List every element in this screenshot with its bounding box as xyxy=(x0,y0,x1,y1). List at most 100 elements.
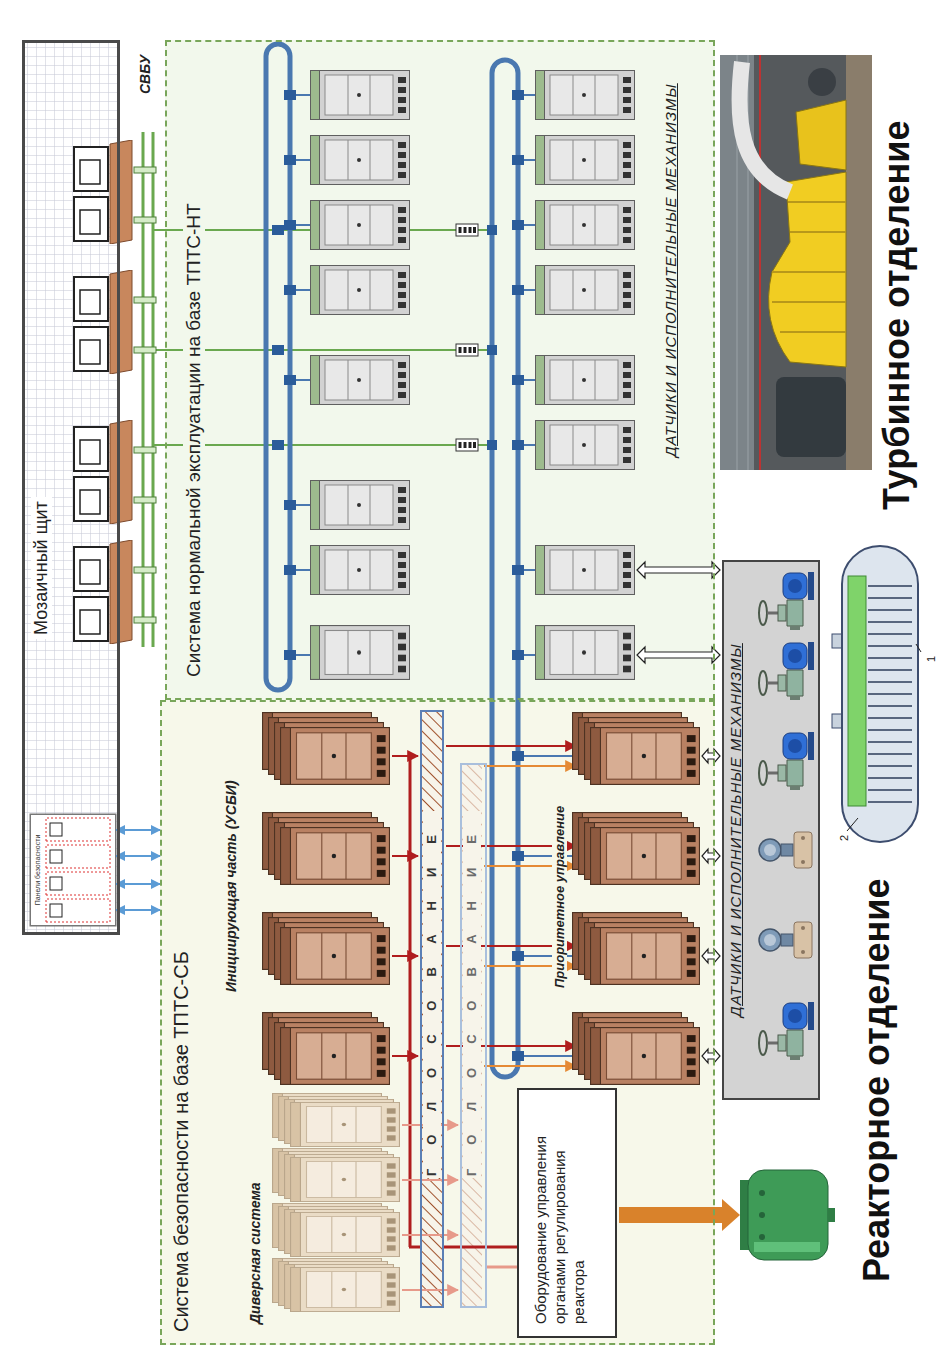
ring-network xyxy=(487,440,497,450)
double-arrow xyxy=(637,562,720,578)
ring-network xyxy=(487,345,497,355)
safety-panel-face xyxy=(50,877,62,890)
safety-cabinet xyxy=(591,928,700,985)
steam-generator xyxy=(916,644,921,652)
link-arrow xyxy=(116,855,160,857)
cabinet-link xyxy=(284,90,296,100)
voting-bar: ГОЛОСОВАНИЕ xyxy=(460,763,487,1308)
network-bus xyxy=(456,439,478,451)
sensor-box-ground xyxy=(722,560,820,1100)
network-bus xyxy=(134,447,156,453)
region-ground xyxy=(165,40,715,700)
field-device xyxy=(759,572,814,1060)
control-cabinet xyxy=(536,626,635,680)
group-label: Приоритетное управление xyxy=(552,804,567,990)
control-rod-drive xyxy=(740,1170,835,1260)
signal-line xyxy=(444,1246,517,1249)
cabinet-link xyxy=(512,851,524,861)
label-anchor: Приоритетное управление xyxy=(550,804,568,990)
control-rod-drive xyxy=(759,1190,765,1196)
ring-network xyxy=(272,440,284,450)
signal-line xyxy=(392,1055,418,1057)
control-cabinet xyxy=(536,201,635,250)
control-cabinet xyxy=(536,546,635,595)
control-cabinet xyxy=(536,421,635,470)
mosaic-panel: Мозаичный щитПанели безопасности xyxy=(22,40,120,935)
field-device xyxy=(759,732,814,790)
turbine-photo xyxy=(769,172,846,367)
cabinet-link xyxy=(512,951,524,961)
field-device xyxy=(759,1002,814,1060)
safety-panel-face xyxy=(46,845,110,868)
section-label: ДАТЧИКИ И ИСПОЛНИТЕЛЬНЫЕ МЕХАНИЗМЫ xyxy=(662,83,679,457)
ring-network xyxy=(272,225,284,235)
voting-hatch xyxy=(420,710,444,1308)
turbine-photo xyxy=(796,100,846,170)
cabinet-link xyxy=(512,1051,524,1061)
region-ground xyxy=(160,40,715,1345)
cabinet-link xyxy=(284,375,296,385)
signal-line xyxy=(392,755,418,757)
turbine-photo xyxy=(739,62,790,192)
double-arrow xyxy=(702,849,720,863)
double-arrow xyxy=(702,1049,720,1063)
control-cabinet xyxy=(311,201,410,250)
safety-panel-face xyxy=(30,814,116,926)
label-anchor: Турбинное отделение xyxy=(876,121,918,510)
control-cabinet xyxy=(536,71,635,120)
field-device xyxy=(759,572,814,630)
cabinet-link xyxy=(512,155,524,165)
signal-line xyxy=(484,765,576,767)
network-bus xyxy=(134,297,156,303)
field-device xyxy=(759,642,814,700)
turbine-photo xyxy=(808,68,836,96)
control-cabinet xyxy=(536,356,635,405)
cabinet-link xyxy=(512,565,524,575)
cabinet-link xyxy=(284,500,296,510)
safety-panel-face xyxy=(50,823,62,836)
cabinet-link xyxy=(512,440,524,450)
voting-text: ГОЛОСОВАНИЕ xyxy=(423,811,441,1178)
network-bus xyxy=(456,344,478,356)
box-title: ДАТЧИКИ И ИСПОЛНИТЕЛЬНЫЕ МЕХАНИЗМЫ xyxy=(727,562,744,1098)
safety-cabinet xyxy=(281,1028,390,1085)
voting-hatch xyxy=(420,710,482,1308)
workstation xyxy=(74,540,132,644)
label-anchor: 1 xyxy=(921,656,939,662)
workstation xyxy=(74,270,132,374)
signal-line xyxy=(402,1234,458,1236)
safety-cabinet xyxy=(591,728,700,785)
signal-line xyxy=(409,756,412,1247)
sensor-box: ДАТЧИКИ И ИСПОЛНИТЕЛЬНЫЕ МЕХАНИЗМЫ xyxy=(722,560,820,1100)
safety-cabinet xyxy=(281,728,390,785)
network-bus xyxy=(134,567,156,573)
network-bus xyxy=(134,167,156,173)
system-region: Система нормальной эксплуатации на базе … xyxy=(165,40,715,700)
link-arrow xyxy=(116,909,160,911)
control-box: Оборудование управления органами регулир… xyxy=(517,1088,617,1338)
area-title: Турбинное отделение xyxy=(876,121,918,510)
cabinet-link xyxy=(512,220,524,230)
drive-arrow xyxy=(619,1199,740,1231)
label-anchor: Диверсная система xyxy=(246,1182,264,1324)
workstation xyxy=(74,420,132,524)
voting-hatch xyxy=(460,763,482,1308)
cabinet-link xyxy=(284,565,296,575)
control-cabinet xyxy=(536,136,635,185)
steam-generator xyxy=(842,546,918,842)
callout-number: 2 xyxy=(838,835,850,841)
region-ground xyxy=(160,700,715,1345)
cabinet-link xyxy=(518,756,572,1056)
signal-line xyxy=(409,1246,420,1249)
steam-generator xyxy=(847,818,858,831)
network-bus xyxy=(134,347,156,353)
safety-cabinet xyxy=(281,828,390,885)
control-cabinet xyxy=(311,136,410,185)
control-cabinet xyxy=(311,71,635,680)
label-anchor: Реакторное отделение xyxy=(856,878,898,1282)
network-bus xyxy=(134,617,156,623)
link-arrow xyxy=(116,829,160,831)
diverse-cabinet xyxy=(291,1102,400,1146)
cabinet-link xyxy=(284,285,296,295)
